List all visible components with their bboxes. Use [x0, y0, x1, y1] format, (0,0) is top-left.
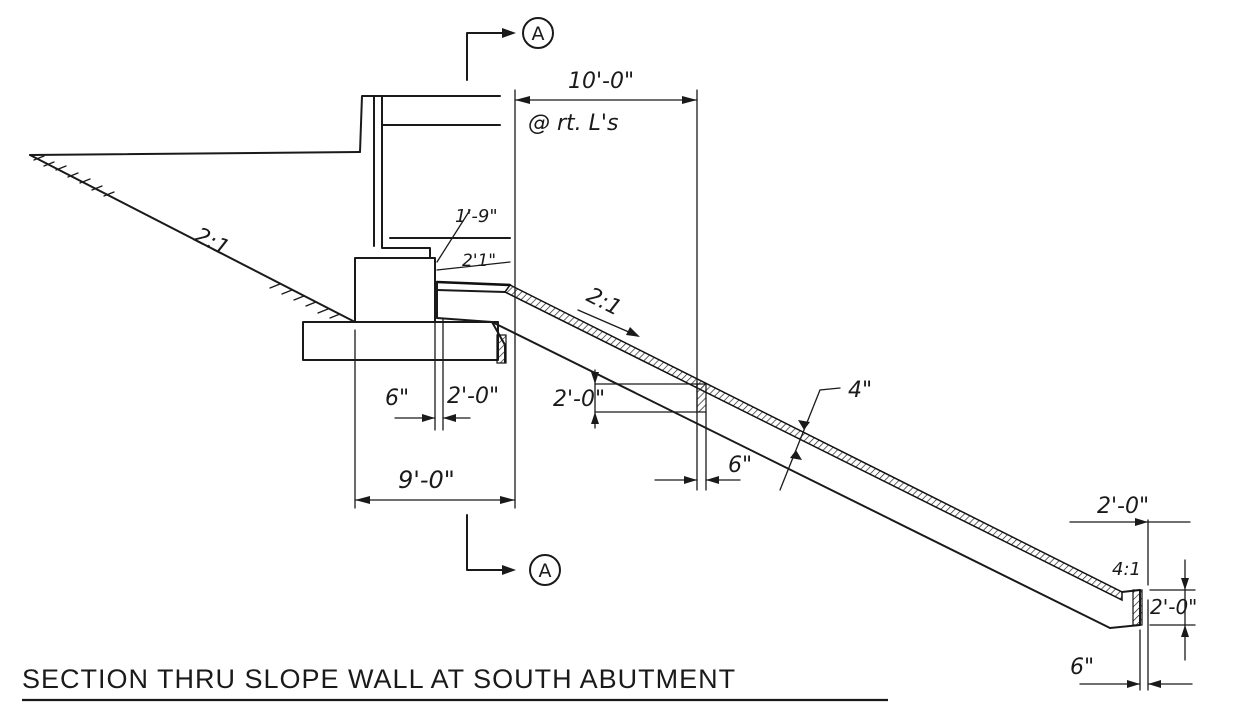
dim-4in: 4" — [848, 378, 872, 403]
dim-toe-height: 2'-0" — [1150, 595, 1197, 619]
dim-toe-slope: 4:1 — [1112, 559, 1141, 580]
embankment-ground — [29, 151, 361, 323]
dim-6in-left: 6" — [385, 386, 409, 411]
dim-2ft-left: 2'-0" — [447, 384, 499, 409]
section-marker-label-top: A — [532, 23, 545, 45]
dim-6in-toe: 6" — [1070, 655, 1094, 680]
section-marker-bottom: A — [466, 514, 561, 586]
section-marker-top: A — [466, 17, 554, 81]
extension-lines — [354, 89, 1196, 691]
dim-bottom-width: 9'-0" — [398, 466, 455, 494]
dim-toe-width: 2'-0" — [1097, 494, 1149, 519]
drawing-title-block: SECTION THRU SLOPE WALL AT SOUTH ABUTMEN… — [22, 664, 888, 702]
section-marker-label-bottom: A — [539, 560, 552, 582]
dim-6in-mid: 6" — [728, 453, 752, 478]
dim-top-width: 10'-0" — [568, 69, 634, 94]
drawing-title: SECTION THRU SLOPE WALL AT SOUTH ABUTMEN… — [22, 664, 736, 694]
dim-2ft1: 2'1" — [462, 251, 496, 271]
dim-top-width-note: @ rt. L's — [528, 111, 618, 136]
slope-label-right: 2:1 — [582, 283, 625, 321]
dim-1ft9: 1'-9" — [455, 206, 498, 227]
dimension-lines — [354, 96, 1193, 688]
dim-2ft-mid: 2'-0" — [553, 387, 605, 412]
